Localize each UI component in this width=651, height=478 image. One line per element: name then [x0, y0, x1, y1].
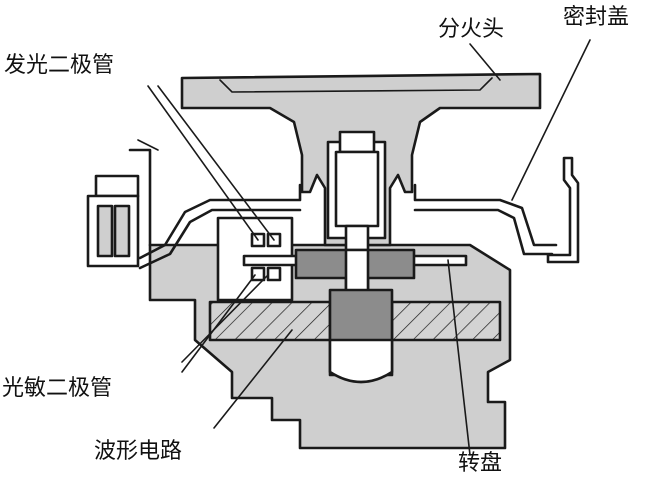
left-connector [86, 139, 159, 268]
label-photodiode: 光敏二极管 [2, 376, 112, 401]
label-rotor-disc: 转盘 [458, 451, 502, 476]
drive-shaft-lower [328, 338, 394, 384]
photodiode-bottom-2 [266, 266, 282, 282]
shaft-nut [334, 150, 380, 228]
label-distributor-rotor: 分火头 [438, 17, 504, 42]
circuit-board-right [390, 300, 502, 342]
seal-cover-shell [93, 183, 558, 260]
seal-cover-inner [138, 208, 554, 270]
shaft-head [338, 130, 376, 154]
label-led: 发光二极管 [4, 53, 114, 78]
circuit-board-left [208, 300, 332, 342]
leader-lines [147, 39, 591, 456]
photodiode-bottom [250, 266, 266, 282]
label-shaping-circuit: 波形电路 [94, 439, 182, 464]
right-clip [546, 156, 580, 264]
rotor-top-groove [219, 77, 493, 93]
label-seal-cover: 密封盖 [563, 5, 629, 30]
